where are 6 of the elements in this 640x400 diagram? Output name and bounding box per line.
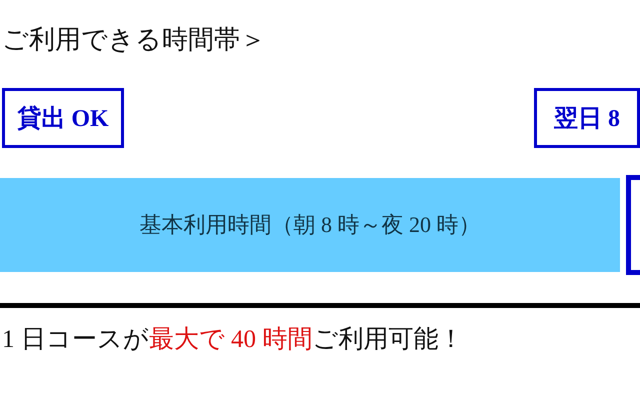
box bbox=[626, 175, 640, 275]
label-box: 貸出 OK bbox=[2, 88, 124, 148]
note-text: 1 日コースが最大で 40 時間ご利用可能！ bbox=[2, 325, 464, 355]
title: ご利用できる時間帯＞ bbox=[2, 24, 266, 56]
label-box: 翌日 8 bbox=[534, 88, 640, 148]
time-bar: 基本利用時間（朝 8 時～夜 20 時） bbox=[0, 178, 620, 272]
